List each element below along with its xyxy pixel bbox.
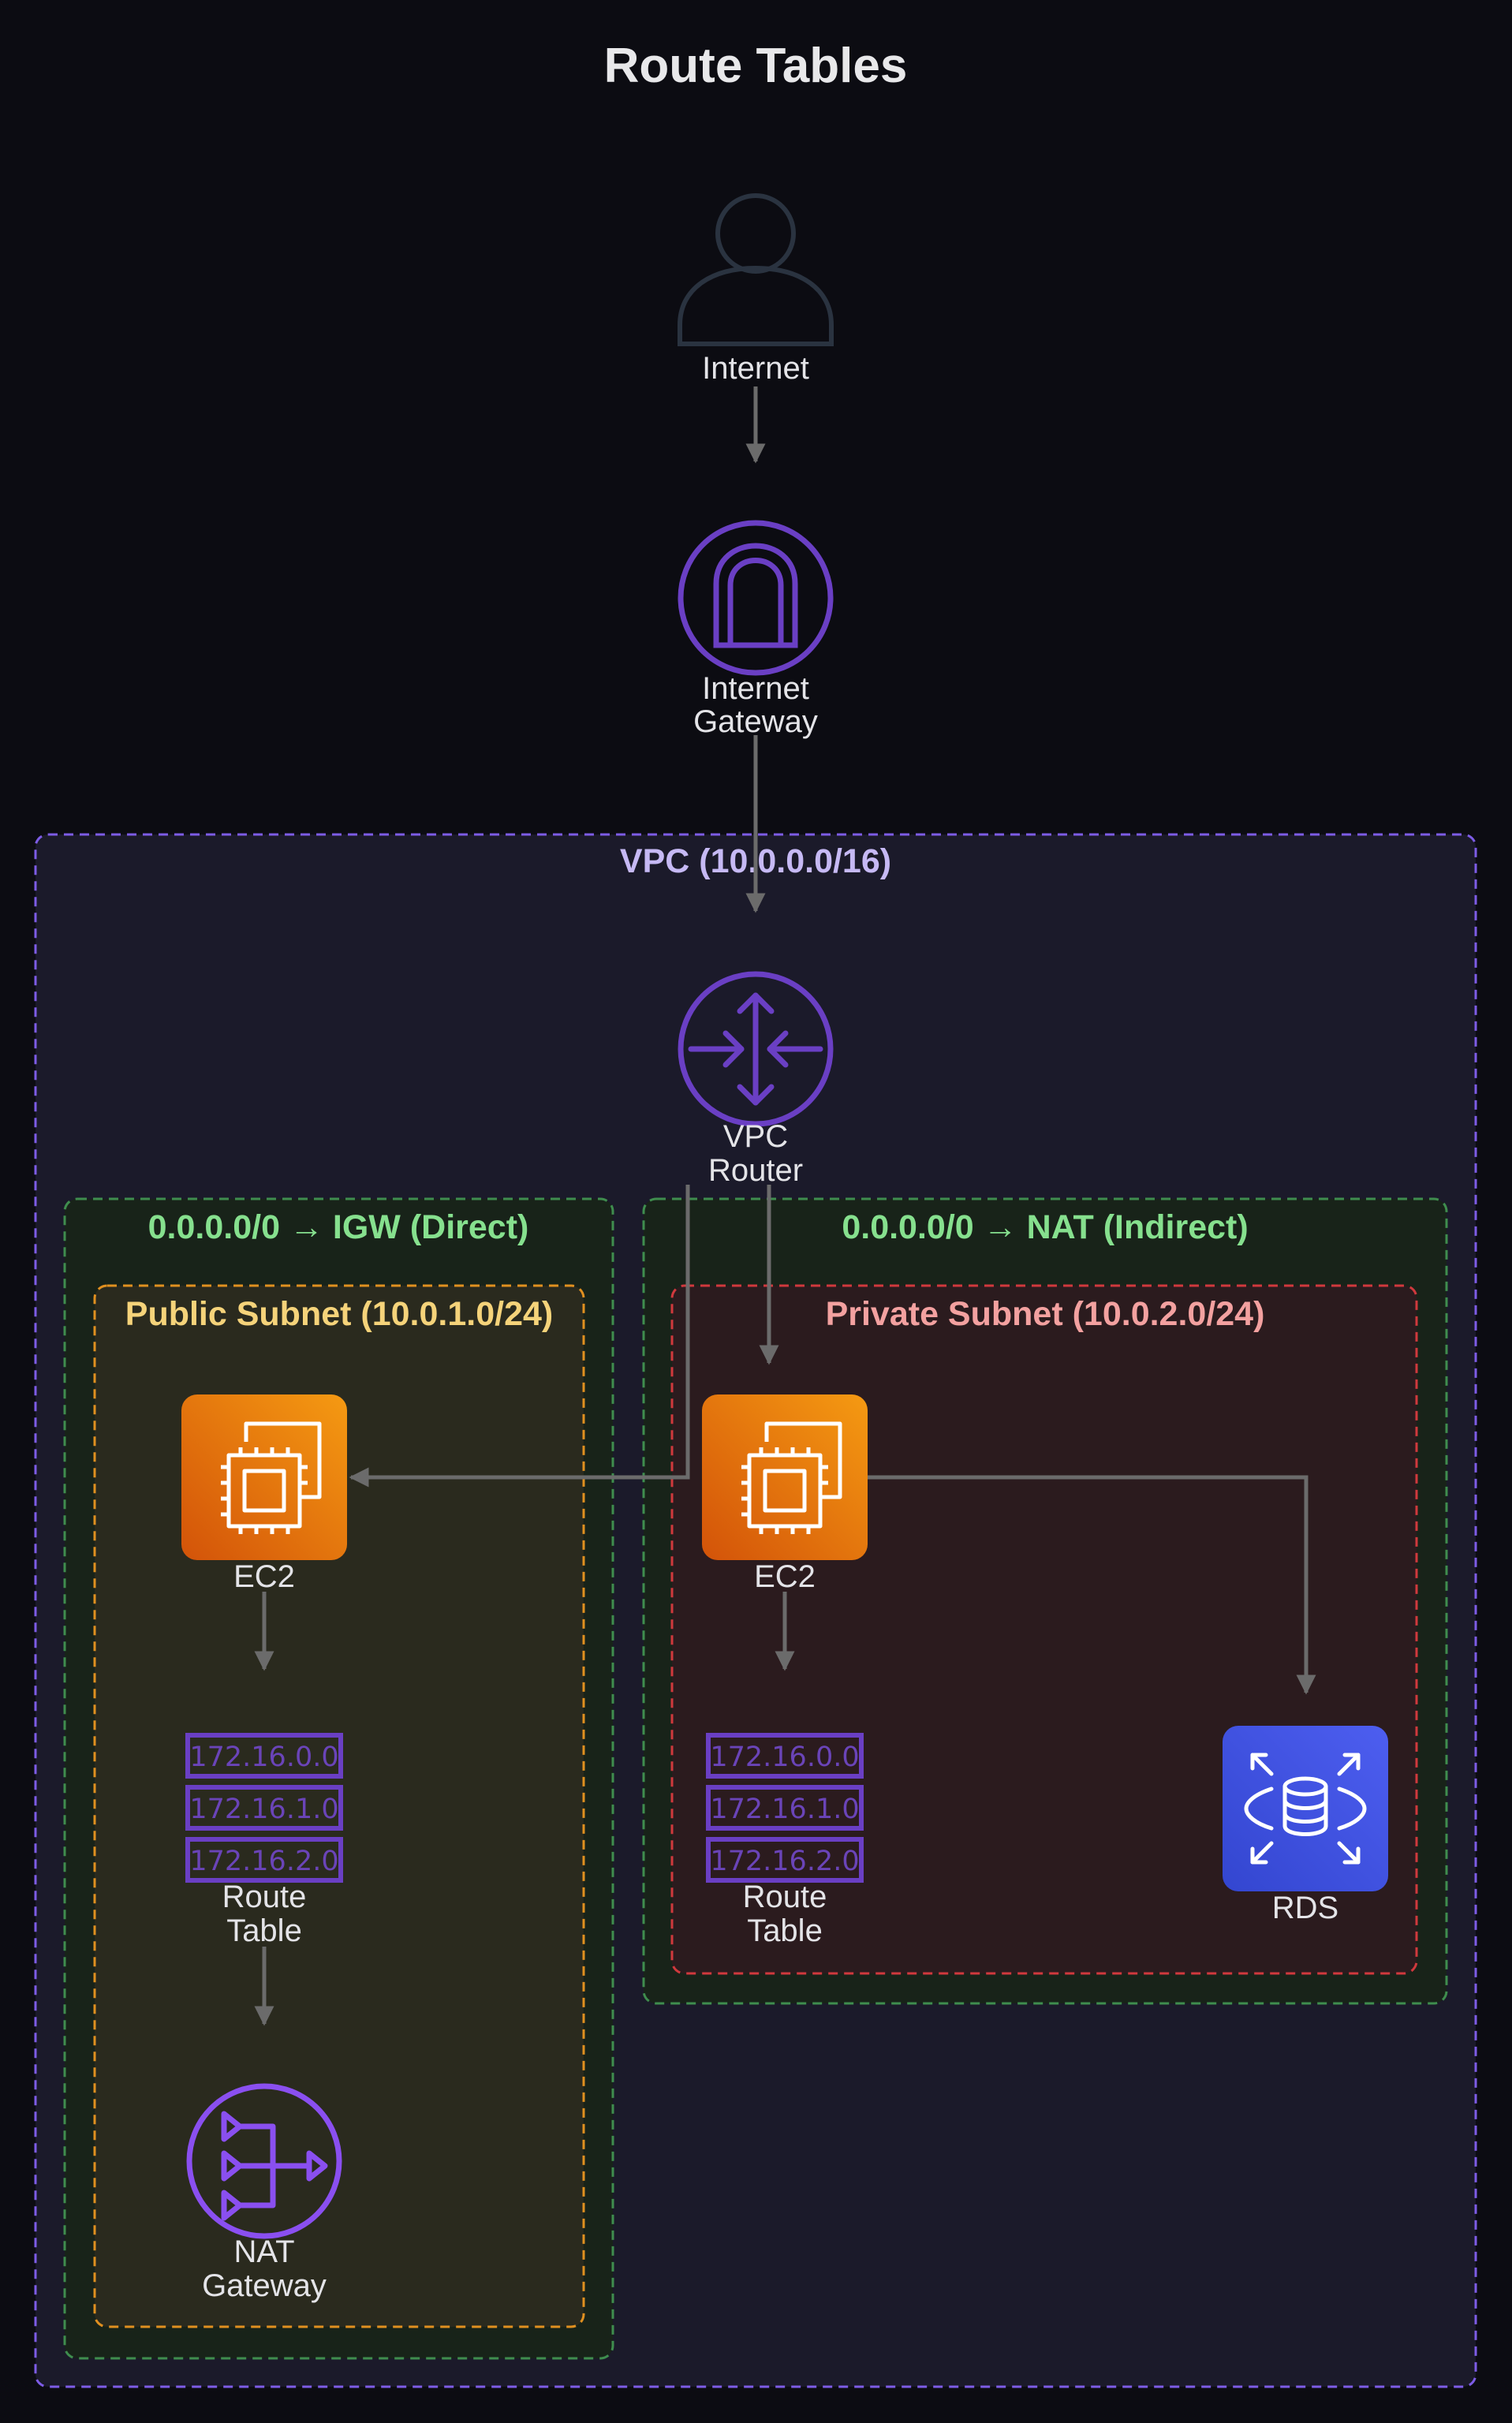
- ec2-public-node: EC2: [181, 1394, 347, 1594]
- diagram-title: Route Tables: [604, 39, 908, 93]
- internet-gateway-node: Internet Gateway: [678, 520, 834, 739]
- edge-router-to-ec2-public: [349, 1185, 690, 1488]
- internet-gateway-icon: [678, 520, 834, 676]
- route-nat-label: 0.0.0.0/0 → NAT (Indirect): [842, 1208, 1248, 1246]
- ec2-public-label: EC2: [233, 1559, 295, 1594]
- route-table-public-node: 172.16.0.0 172.16.1.0 172.16.2.0 Route T…: [185, 1733, 343, 1948]
- rds-label: RDS: [1272, 1891, 1338, 1925]
- route-entry: 172.16.1.0: [189, 1794, 338, 1825]
- route-entry: 172.16.0.0: [710, 1742, 859, 1773]
- user-icon: [678, 193, 834, 346]
- nat-gateway-icon: [186, 2083, 342, 2239]
- rds-node: RDS: [1223, 1726, 1388, 1925]
- route-table-icon: 172.16.0.0 172.16.1.0 172.16.2.0: [706, 1733, 864, 1883]
- vpc-router-label-line2: Router: [708, 1153, 803, 1188]
- route-table-private-label-line1: Route: [743, 1880, 827, 1914]
- route-table-icon: 172.16.0.0 172.16.1.0 172.16.2.0: [185, 1733, 343, 1883]
- route-entry: 172.16.2.0: [710, 1846, 859, 1877]
- ec2-private-node: EC2: [702, 1394, 868, 1594]
- rds-icon: [1223, 1726, 1388, 1891]
- route-entry: 172.16.0.0: [189, 1742, 338, 1773]
- edge-ec2-private-to-rds: [868, 1475, 1316, 1695]
- internet-gateway-label-line2: Gateway: [693, 704, 818, 739]
- internet-gateway-label-line1: Internet: [702, 671, 809, 706]
- route-table-private-label-line2: Table: [747, 1913, 823, 1948]
- nat-gateway-node: NAT Gateway: [186, 2083, 342, 2303]
- route-table-public-label-line1: Route: [222, 1880, 307, 1914]
- ec2-icon: [702, 1394, 868, 1560]
- route-table-public-label-line2: Table: [226, 1913, 302, 1948]
- route-igw-label: 0.0.0.0/0 → IGW (Direct): [148, 1208, 529, 1246]
- vpc-router-label-line1: VPC: [723, 1119, 788, 1154]
- internet-node: Internet: [678, 193, 834, 386]
- route-entry: 172.16.1.0: [710, 1794, 859, 1825]
- private-subnet-label: Private Subnet (10.0.2.0/24): [826, 1295, 1265, 1333]
- ec2-private-label: EC2: [754, 1559, 816, 1594]
- public-subnet-label: Public Subnet (10.0.1.0/24): [125, 1295, 553, 1333]
- nat-gateway-label-line2: Gateway: [202, 2268, 327, 2303]
- internet-label: Internet: [702, 351, 809, 386]
- route-table-private-node: 172.16.0.0 172.16.1.0 172.16.2.0 Route T…: [706, 1733, 864, 1948]
- vpc-router-node: VPC Router: [678, 971, 834, 1188]
- edges: [254, 386, 1316, 2026]
- router-icon: [678, 971, 834, 1127]
- ec2-icon: [181, 1394, 347, 1560]
- nat-gateway-label-line1: NAT: [233, 2234, 294, 2269]
- route-entry: 172.16.2.0: [189, 1846, 338, 1877]
